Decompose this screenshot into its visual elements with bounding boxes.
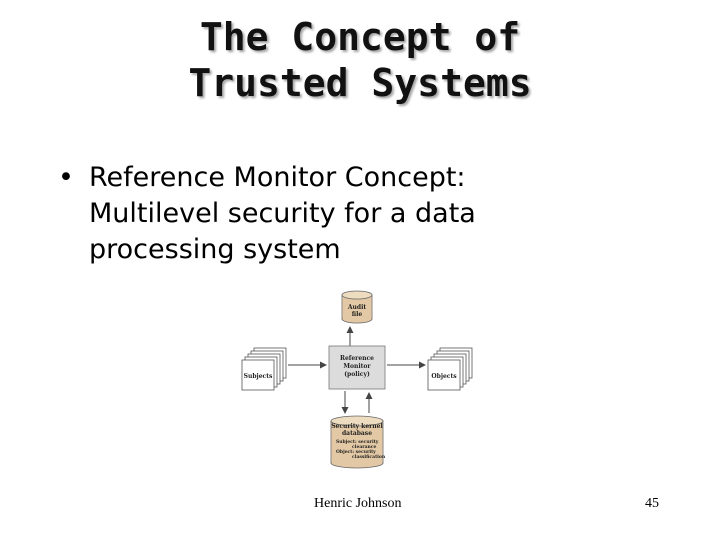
monitor-label-1: Reference bbox=[340, 355, 374, 362]
audit-file-label-2: file bbox=[352, 311, 363, 318]
kernel-db-label-1: Security kernel bbox=[331, 423, 383, 430]
title-line-1: The Concept of bbox=[199, 15, 521, 59]
kernel-db-detail-4: classification bbox=[352, 454, 386, 460]
bullet-line-1: Reference Monitor Concept: bbox=[89, 162, 466, 193]
security-kernel-database-cylinder: Security kernel database Subject: securi… bbox=[330, 415, 386, 469]
bullet-symbol: • bbox=[58, 162, 74, 193]
bullet-line-2: Multilevel security for a data bbox=[89, 198, 476, 229]
objects-label: Objects bbox=[431, 373, 457, 380]
subjects-stack: Subjects bbox=[241, 347, 287, 391]
kernel-db-detail-2: clearance bbox=[352, 444, 377, 450]
kernel-db-detail-1: Subject: security bbox=[336, 439, 379, 445]
kernel-db-label-2: database bbox=[342, 430, 372, 437]
audit-file-cylinder: Audit file bbox=[341, 290, 373, 324]
page-number: 45 bbox=[645, 496, 659, 511]
bullet-point: • Reference Monitor Concept: Multilevel … bbox=[58, 160, 658, 268]
bullet-text: Reference Monitor Concept: Multilevel se… bbox=[89, 160, 658, 268]
reference-monitor-box: Reference Monitor (policy) bbox=[328, 345, 386, 390]
reference-monitor-diagram: Audit file Reference Monitor (policy) Su… bbox=[241, 290, 473, 469]
bullet-line-3: processing system bbox=[89, 234, 341, 265]
footer-author: Henric Johnson bbox=[314, 496, 402, 511]
title-line-2: Trusted Systems bbox=[188, 61, 532, 105]
audit-file-label-1: Audit bbox=[347, 304, 366, 311]
monitor-label-2: Monitor bbox=[343, 363, 371, 370]
kernel-db-detail-3: Object: security bbox=[336, 449, 376, 455]
subjects-label: Subjects bbox=[244, 373, 273, 380]
slide-title: The Concept of Trusted Systems bbox=[0, 14, 720, 106]
objects-stack: Objects bbox=[427, 347, 473, 391]
monitor-label-3: (policy) bbox=[344, 371, 370, 378]
